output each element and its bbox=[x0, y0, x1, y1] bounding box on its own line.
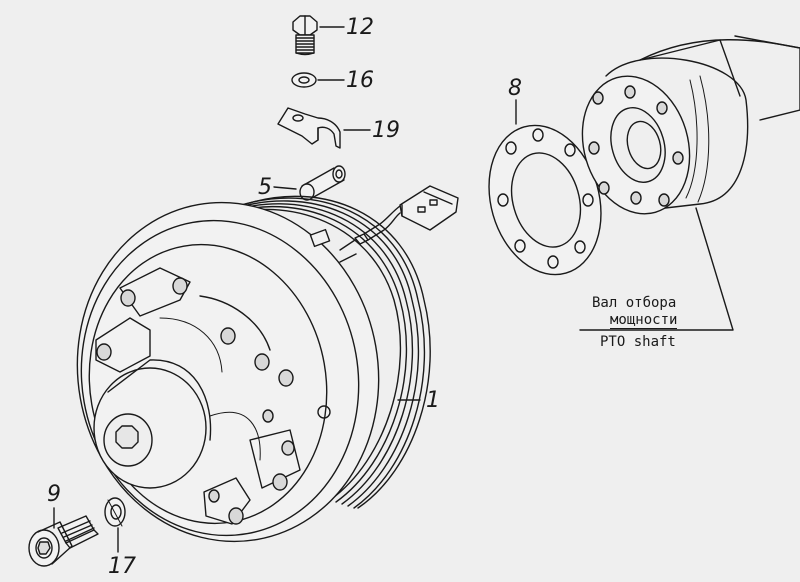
callout-17: 17 bbox=[108, 554, 136, 579]
bolt-12-drawing bbox=[292, 15, 318, 56]
pto-shaft-drawing bbox=[581, 35, 800, 215]
sleeve-5-drawing bbox=[299, 165, 346, 201]
pto-label-line3: PTO shaft bbox=[600, 334, 676, 350]
pto-label-line1: Вал отбора bbox=[592, 295, 677, 311]
callout-19: 19 bbox=[372, 118, 400, 143]
callout-9: 9 bbox=[47, 482, 61, 507]
callout-8: 8 bbox=[508, 76, 522, 101]
callout-5: 5 bbox=[258, 175, 272, 200]
bolt-9-drawing bbox=[28, 515, 99, 567]
callout-16: 16 bbox=[346, 68, 374, 93]
clamp-19-drawing bbox=[277, 107, 341, 149]
washer-17-drawing bbox=[104, 497, 126, 527]
callout-1: 1 bbox=[426, 388, 440, 413]
washer-16-drawing bbox=[291, 72, 317, 88]
leader-5 bbox=[273, 186, 297, 190]
gasket-8-drawing bbox=[488, 124, 602, 276]
pto-label-line2: мощности bbox=[610, 312, 678, 329]
callout-12: 12 bbox=[346, 15, 374, 40]
connector-drawing bbox=[339, 185, 459, 251]
pulley-assembly-1-drawing bbox=[76, 195, 431, 543]
leader-pto bbox=[579, 207, 734, 331]
